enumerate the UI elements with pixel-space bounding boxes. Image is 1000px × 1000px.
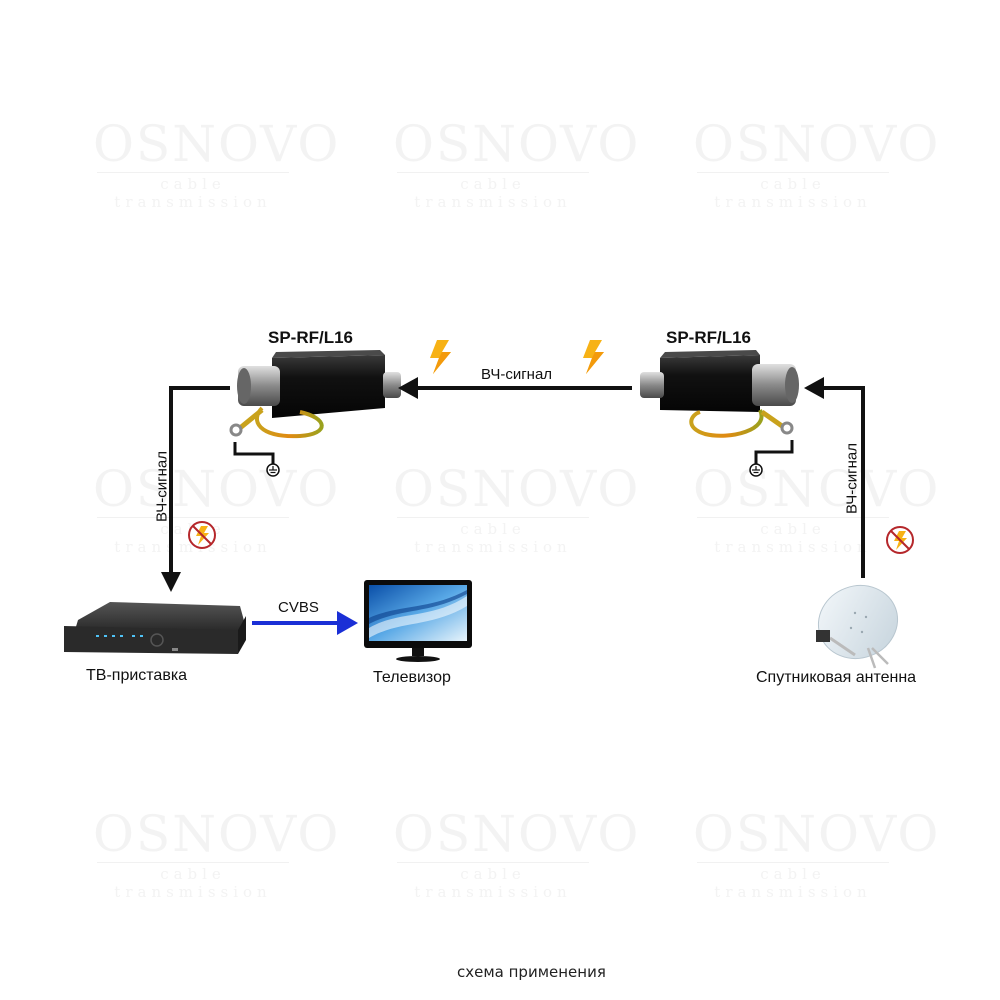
ground-lug-wire xyxy=(760,409,784,429)
tv-screen-wave xyxy=(369,596,467,638)
diagram-caption: схема применения xyxy=(457,963,606,981)
connector-face xyxy=(237,368,251,404)
watermark-rule xyxy=(97,517,289,518)
protector-top xyxy=(272,350,385,358)
rf-line-right xyxy=(822,386,865,578)
arrow-head-cvbs xyxy=(337,611,358,635)
ground-icon xyxy=(266,463,280,477)
protector-body xyxy=(272,355,385,418)
watermark-rule xyxy=(397,862,589,863)
watermark-tagline: cable transmission xyxy=(714,175,872,211)
watermark-tagline: cable transmission xyxy=(114,865,272,901)
watermark-tagline: cable transmission xyxy=(414,175,572,211)
settop-box-dial xyxy=(150,633,164,647)
settop-box-side xyxy=(238,616,246,654)
connector-face xyxy=(785,367,799,403)
rf-signal-left-label: ВЧ-сигнал xyxy=(153,450,171,523)
dish-leg xyxy=(866,647,877,669)
ground-wire xyxy=(255,406,324,439)
watermark-tagline: cable transmission xyxy=(714,865,872,901)
lightning-icon xyxy=(583,340,604,374)
ground-lug xyxy=(229,423,243,437)
watermark-rule xyxy=(97,172,289,173)
ground-line-right xyxy=(754,440,794,466)
rf-signal-right-label: ВЧ-сигнал xyxy=(843,442,861,515)
protector-small-connector xyxy=(640,372,664,398)
watermark-rule xyxy=(697,862,889,863)
surge-protector-right xyxy=(640,350,799,438)
lightning-icon xyxy=(430,340,451,374)
watermark-rule xyxy=(697,172,889,173)
protector-body xyxy=(660,355,760,412)
settop-box-leds xyxy=(96,635,143,637)
rf-signal-center-label: ВЧ-сигнал xyxy=(481,366,553,383)
protector-n-connector xyxy=(752,364,796,406)
dish-leg xyxy=(871,647,889,665)
ground-lug xyxy=(780,421,794,435)
watermark-rule xyxy=(397,172,589,173)
television-label: Телевизор xyxy=(373,669,451,686)
watermark-rule xyxy=(697,517,889,518)
tv-screen-wave xyxy=(369,590,467,624)
protector-right-label: SP-RF/L16 xyxy=(666,328,752,347)
settop-box-usb xyxy=(172,648,178,651)
dish-lnb xyxy=(816,630,830,642)
settop-box-label: ТВ-приставка xyxy=(86,667,188,684)
ground-line-left xyxy=(233,442,275,466)
protector-small-connector xyxy=(383,372,401,398)
settop-box-image xyxy=(64,602,246,654)
arrow-head-center xyxy=(398,377,418,399)
protector-left-label: SP-RF/L16 xyxy=(268,328,354,347)
surge-protector-left xyxy=(229,350,401,439)
tv-neck xyxy=(412,648,424,656)
watermark-tagline: cable transmission xyxy=(414,520,572,556)
watermark-tagline: cable transmission xyxy=(714,520,872,556)
watermark-tagline: cable transmission xyxy=(414,865,572,901)
tv-stand xyxy=(396,656,440,662)
rf-line-left xyxy=(169,386,230,575)
ground-icon xyxy=(749,463,763,477)
ground-wire xyxy=(689,409,764,438)
cvbs-label: CVBS xyxy=(278,599,319,616)
satellite-dish-label: Спутниковая антенна xyxy=(756,669,917,686)
satellite-dish-image xyxy=(816,585,899,669)
television-image xyxy=(364,580,472,662)
watermark-tagline: cable transmission xyxy=(114,175,272,211)
arrow-head-left xyxy=(161,572,181,592)
watermark-rule xyxy=(97,862,289,863)
no-lightning-icon xyxy=(188,521,216,549)
arrow-head-right xyxy=(804,377,824,399)
watermark-rule xyxy=(397,517,589,518)
no-lightning-icon xyxy=(886,526,914,554)
ground-lug-wire xyxy=(238,408,264,430)
protector-top xyxy=(660,350,760,358)
dish-arm xyxy=(829,636,856,657)
dish-reflector xyxy=(817,585,899,659)
